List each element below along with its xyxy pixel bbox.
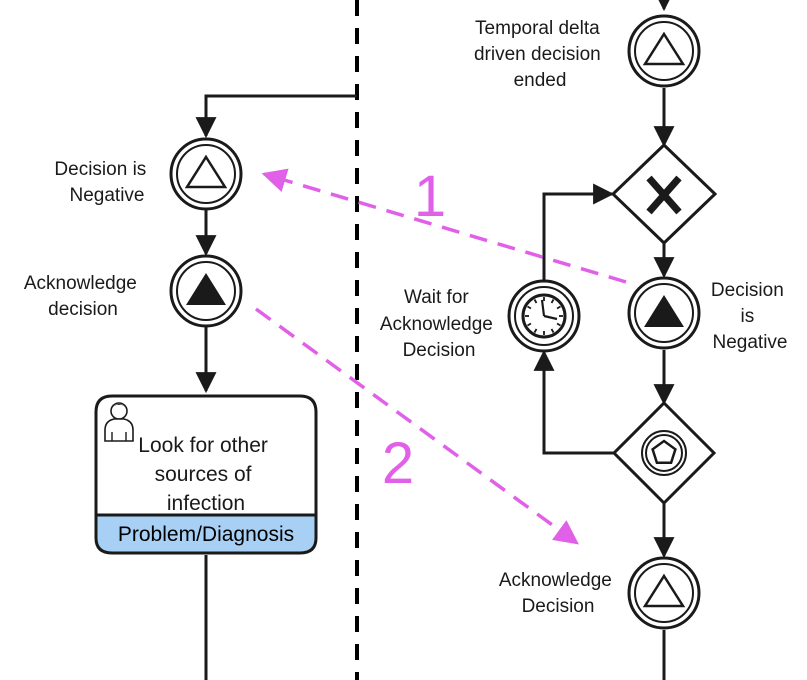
event-decision-negative-right-label: Decision is Negative	[711, 280, 789, 353]
link-2-number: 2	[382, 431, 414, 496]
event-decision-negative-left-label: Decision is Negative	[54, 159, 151, 206]
link-1-arrow	[261, 168, 627, 284]
event-acknowledge-right[interactable]	[627, 556, 701, 630]
event-acknowledge-left[interactable]	[169, 254, 243, 328]
triangle-filled-icon	[644, 295, 684, 327]
event-temporal-decision-ended[interactable]	[627, 14, 701, 88]
event-acknowledge-right-label: Acknowledge Decision	[499, 570, 617, 617]
event-acknowledge-left-label: Acknowledge decision	[24, 273, 142, 320]
link-1-number: 1	[414, 164, 446, 229]
task-band-label: Problem/Diagnosis	[118, 523, 294, 546]
triangle-outline-icon	[642, 573, 686, 608]
event-decision-negative-right[interactable]	[627, 276, 701, 350]
sequence-flow-loop-back	[533, 349, 614, 455]
sequence-flow-timer-to-gateway	[542, 183, 615, 281]
event-timer-wait[interactable]	[507, 279, 581, 353]
task-label: Look for other sources of infection	[138, 434, 273, 515]
gateway-event-based[interactable]	[611, 400, 717, 506]
x-icon	[646, 175, 682, 215]
link-2-arrow	[254, 307, 579, 545]
sequence-flow-incoming-left	[195, 94, 357, 139]
triangle-outline-icon	[642, 31, 686, 66]
user-icon	[104, 402, 134, 442]
triangle-filled-icon	[186, 273, 226, 305]
task-look-for-other-sources[interactable]: Look for other sources of infection Prob…	[94, 394, 318, 555]
event-timer-label: Wait for Acknowledge Decision	[380, 287, 498, 361]
clock-icon	[521, 293, 567, 339]
event-temporal-label: Temporal delta driven decision ended	[474, 18, 606, 91]
gateway-exclusive[interactable]	[610, 142, 718, 246]
pentagon-icon	[651, 439, 677, 464]
event-decision-negative-left[interactable]	[169, 137, 243, 211]
triangle-outline-icon	[184, 154, 228, 189]
